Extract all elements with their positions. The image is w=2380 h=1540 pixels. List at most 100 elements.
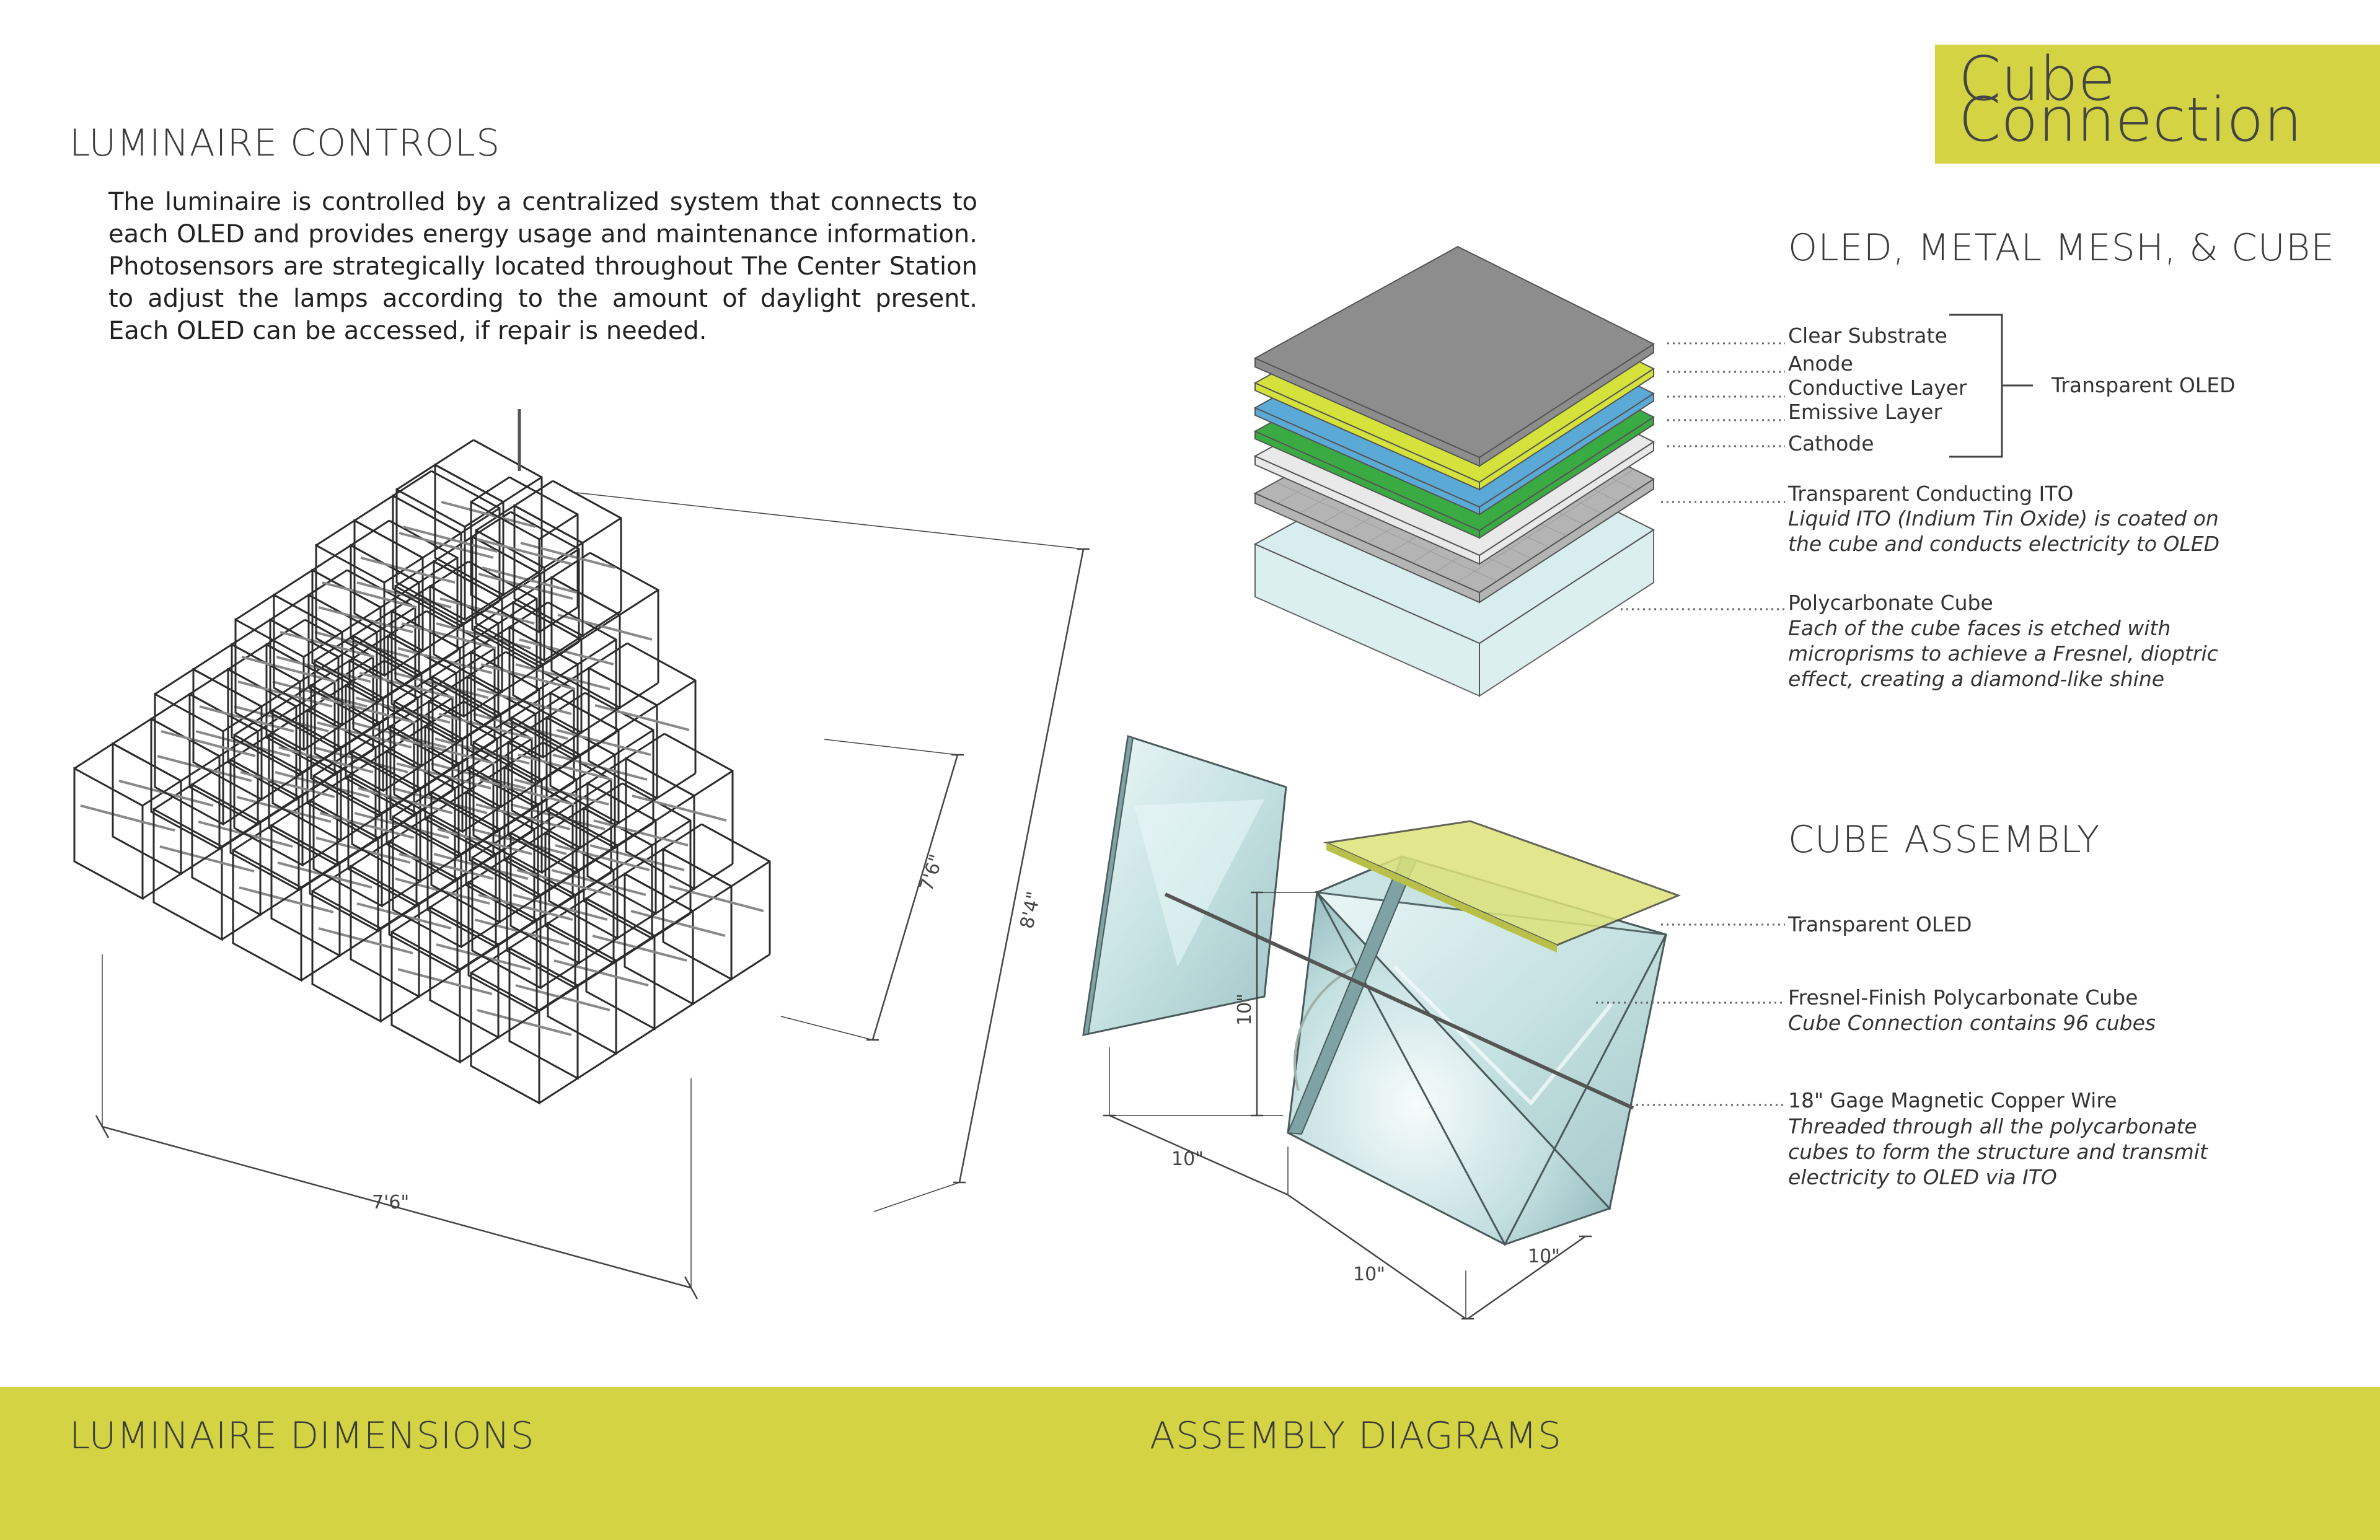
label-conductive-layer: Conductive Layer — [1788, 376, 1967, 400]
assembly-section-heading: CUBE ASSEMBLY — [1788, 818, 2100, 861]
brand-box — [1935, 45, 2380, 164]
luminaire-wire — [439, 597, 535, 625]
luminaire-cube — [233, 709, 342, 867]
luminaire-cube — [470, 476, 579, 634]
oled-leader-lines — [1621, 342, 1785, 610]
oled-section-heading: OLED, METAL MESH, & CUBE — [1788, 226, 2335, 270]
note-cube-line1: Each of the cube faces is etched with — [1788, 616, 2171, 640]
label-emissive-layer: Emissive Layer — [1788, 400, 1942, 424]
luminaire-cube — [512, 576, 621, 734]
mesh-line — [1457, 469, 1634, 583]
controls-description: The luminaire is controlled by a central… — [108, 188, 977, 345]
luminaire-cube — [511, 692, 620, 850]
luminaire-wire — [592, 935, 687, 962]
luminaire-cube — [433, 535, 542, 693]
brand-title-line2: Connection — [1959, 85, 2303, 156]
luminaire-wire — [318, 927, 413, 954]
luminaire-wire — [402, 526, 498, 553]
luminaire-wire — [161, 730, 256, 757]
luminaire-wire — [360, 557, 456, 584]
assembly-front-width-label: 10" — [1171, 1148, 1204, 1170]
luminaire-cube — [545, 692, 654, 850]
luminaire-wire — [399, 532, 494, 559]
luminaire-cube — [583, 782, 692, 940]
luminaire-wire — [401, 622, 496, 649]
luminaire-wire — [479, 778, 575, 806]
note-wire-line1: Threaded through all the polycarbonate — [1788, 1114, 2197, 1138]
label-fresnel-cube: Fresnel-Finish Polycarbonate Cube — [1788, 985, 2138, 1010]
luminaire-cube — [471, 511, 580, 669]
luminaire-wire — [159, 845, 255, 873]
luminaire-wire — [516, 869, 612, 896]
luminaire-wire — [632, 794, 727, 822]
luminaire-wire — [553, 959, 649, 987]
footer-luminaire-dimensions: LUMINAIRE DIMENSIONS — [69, 1414, 535, 1458]
label-clear-substrate: Clear Substrate — [1788, 323, 1947, 348]
luminaire-cube — [513, 480, 622, 638]
note-cube-line3: effect, creating a diamond-like shine — [1788, 667, 2165, 691]
label-transparent-oled-group: Transparent OLED — [2052, 373, 2236, 397]
assembly-front-height-label: 10" — [1234, 993, 1256, 1026]
luminaire-wire — [477, 538, 572, 565]
diagram-canvas: 7'6" 7'6" 8'4" — [73, 245, 2033, 1320]
luminaire-wire — [322, 581, 417, 609]
luminaire-cube — [392, 470, 501, 628]
luminaire-cube — [549, 667, 658, 825]
luminaire-wire — [441, 501, 536, 528]
luminaire-depth-label: 7'6" — [915, 851, 948, 894]
oled-group-bracket — [1949, 314, 2033, 458]
luminaire-wire — [593, 819, 689, 847]
luminaire-dimension-lines — [95, 492, 1090, 1300]
note-ito-line2: the cube and conducts electricity to OLE… — [1788, 532, 2219, 556]
luminaire-wire — [400, 737, 495, 765]
luminaire-cube — [624, 848, 733, 1006]
cube-assembly-drawing — [1082, 735, 1681, 1247]
luminaire-cube — [152, 783, 262, 941]
luminaire-cube — [509, 807, 619, 965]
label-cathode: Cathode — [1788, 431, 1874, 455]
luminaire-wire — [518, 754, 613, 781]
luminaire-wire — [557, 614, 653, 641]
note-ito-line1: Liquid ITO (Indium Tin Oxide) is coated … — [1788, 506, 2219, 530]
assembly-bottom-label: 10" — [1353, 1264, 1385, 1285]
luminaire-wire — [669, 885, 764, 912]
luminaire-cube — [429, 560, 538, 718]
controls-heading: LUMINAIRE CONTROLS — [69, 121, 501, 165]
label-copper-wire: 18" Gage Magnetic Copper Wire — [1788, 1088, 2117, 1112]
assembly-dimension-lines — [1103, 891, 1592, 1320]
luminaire-height-label: 8'4" — [1016, 889, 1046, 930]
luminaire-wire — [478, 894, 573, 921]
luminaire-cube — [585, 873, 694, 1031]
luminaire-wire — [480, 663, 576, 690]
luminaire-wire — [520, 542, 615, 569]
note-fresnel-cube: Cube Connection contains 96 cubes — [1788, 1011, 2156, 1035]
luminaire-wire — [482, 566, 577, 594]
luminaire-wire — [399, 853, 494, 880]
footer-bar — [0, 1387, 2380, 1540]
luminaire-cube — [353, 495, 462, 653]
assembly-leader-lines — [1596, 923, 1785, 1106]
luminaire-cube — [625, 733, 734, 891]
note-wire-line3: electricity to OLED via ITO — [1788, 1165, 2057, 1189]
luminaire-cube — [470, 947, 579, 1105]
luminaire-cube — [586, 757, 695, 915]
note-cube-line2: microprisms to achieve a Fresnel, dioptr… — [1788, 641, 2218, 666]
luminaire-cube — [662, 823, 771, 981]
luminaire-wire — [555, 844, 650, 871]
label-polycarbonate-cube: Polycarbonate Cube — [1788, 591, 1993, 615]
oled-layer-top-face — [1253, 245, 1655, 459]
luminaire-cube — [73, 742, 182, 900]
luminaire-wire — [320, 697, 416, 724]
luminaire-cube — [588, 642, 697, 800]
luminaire-cube — [350, 519, 459, 677]
luminaire-cube — [315, 519, 424, 677]
note-wire-line2: cubes to form the structure and transmit — [1788, 1140, 2208, 1164]
luminaire-wire — [239, 886, 334, 913]
luminaire-cube — [550, 552, 659, 710]
luminaire-wire — [515, 984, 610, 1011]
footer-assembly-diagrams: ASSEMBLY DIAGRAMS — [1150, 1414, 1562, 1458]
luminaire-cube — [390, 906, 500, 1064]
luminaire-wire — [478, 573, 573, 600]
luminaire-cube — [234, 594, 343, 752]
brand-title-line1: Cube — [1959, 44, 2116, 115]
